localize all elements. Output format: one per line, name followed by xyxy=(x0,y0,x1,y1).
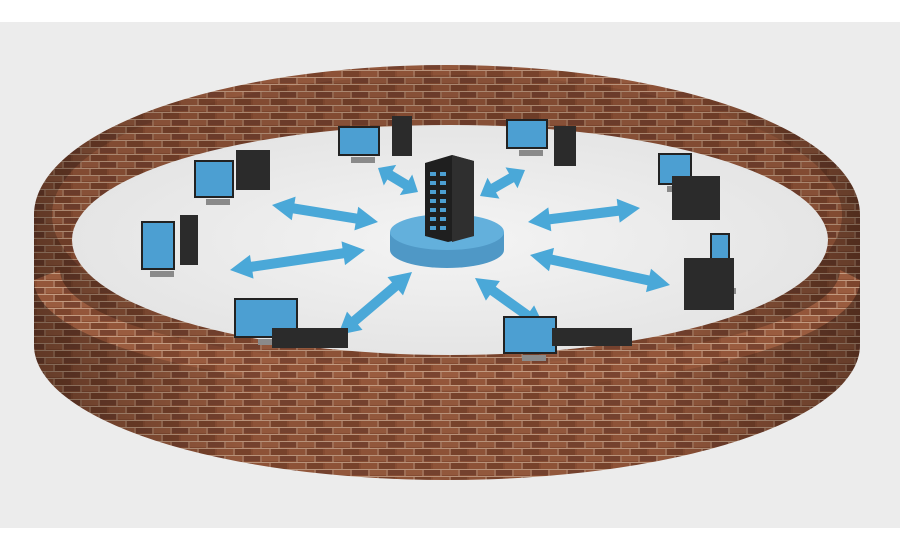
pc-tower xyxy=(684,258,734,310)
pc-tower xyxy=(392,116,412,156)
monitor-screen xyxy=(340,128,378,154)
computer-icon xyxy=(141,215,198,277)
double-arrow-icon xyxy=(528,198,640,232)
double-arrow-icon xyxy=(230,241,365,279)
keyboard xyxy=(519,150,543,156)
double-arrow-icon xyxy=(475,278,545,328)
computer-icon xyxy=(503,316,632,361)
pc-tower xyxy=(554,126,576,166)
computer-icon xyxy=(658,153,720,220)
pc-tower xyxy=(672,176,720,220)
pc-tower xyxy=(236,150,270,190)
pc-tower xyxy=(552,328,632,346)
computer-icon xyxy=(194,150,270,205)
server-rack-icon xyxy=(425,155,474,242)
wall-front-top xyxy=(34,270,860,390)
monitor-screen xyxy=(143,223,173,268)
double-arrow-icon xyxy=(338,272,412,335)
double-arrow-icon xyxy=(480,167,525,199)
keyboard xyxy=(351,157,375,163)
computer-icon xyxy=(234,298,348,348)
monitor-screen xyxy=(196,162,232,196)
monitor-screen xyxy=(508,121,546,147)
computer-icon xyxy=(684,233,736,310)
pc-tower xyxy=(272,328,348,348)
computer-icon xyxy=(506,119,576,166)
client-computers xyxy=(141,116,736,361)
keyboard xyxy=(522,355,546,361)
double-arrow-icon xyxy=(530,247,670,293)
keyboard xyxy=(206,199,230,205)
double-arrow-icon xyxy=(272,196,378,231)
double-arrow-icon xyxy=(378,164,418,196)
monitor-screen xyxy=(505,318,555,352)
keyboard xyxy=(258,339,282,345)
keyboard xyxy=(150,271,174,277)
connection-arrows xyxy=(230,164,670,335)
pc-tower xyxy=(180,215,198,265)
computer-icon xyxy=(338,116,412,163)
